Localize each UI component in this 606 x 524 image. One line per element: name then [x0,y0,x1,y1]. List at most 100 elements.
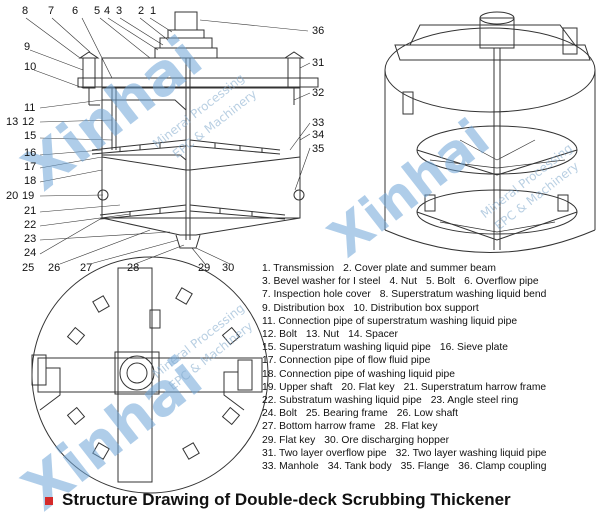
legend-row: 29. Flat key 30. Ore discharging hopper [262,434,602,447]
legend-item: 36. Clamp coupling [458,461,547,473]
legend-row: 12. Bolt 13. Nut 14. Spacer [262,328,602,341]
callout-22: 22 [24,219,37,231]
callout-1: 1 [150,5,157,17]
top-beam [77,77,319,88]
discharge-hopper [175,234,201,249]
legend-row: 15. Superstratum washing liquid pipe 16. … [262,341,602,354]
legend-item: 30. Ore discharging hopper [324,434,450,446]
legend-item: 6. Overflow pipe [464,276,539,288]
legend-item: 15. Superstratum washing liquid pipe [262,342,431,354]
plan-manholes [66,287,241,460]
callout-5: 5 [94,5,101,17]
callout-10: 10 [24,61,37,73]
callout-29: 29 [198,262,211,274]
callout-19: 19 [22,190,35,202]
callout-24: 24 [24,247,37,259]
callout-13: 13 [6,116,19,128]
callout-17: 17 [24,161,37,173]
legend-item: 20. Flat key [341,381,395,393]
legend-item: 16. Sieve plate [439,342,508,354]
legend-item: 19. Upper shaft [262,381,333,393]
legend-item: 13. Nut [305,329,340,341]
legend-item: 25. Bearing frame [305,408,388,420]
legend-item: 2. Cover plate and summer beam [343,263,496,274]
center-drive [119,355,155,391]
caption-title: Structure Drawing of Double-deck Scrubbi… [62,490,511,509]
iso-drive [479,17,515,49]
legend-row: 24. Bolt 25. Bearing frame 26. Low shaft [262,407,602,420]
callout-26: 26 [48,262,61,274]
legend-item: 23. Angle steel ring [430,395,519,407]
callout-33: 33 [312,117,325,129]
callout-16: 16 [24,147,37,159]
legend-item: 32. Two layer washing liquid pipe [395,447,547,459]
legend-row: 1. Transmission 2. Cover plate and summer… [262,262,602,275]
legend-item: 28. Flat key [384,421,438,433]
legend-item: 4. Nut [389,276,417,288]
bottom-harrow-frame [99,204,286,220]
callout-3: 3 [116,5,123,17]
plan-box-right [237,359,253,391]
legend-item: 34. Tank body [327,461,392,473]
legend-item: 18. Connection pipe of washing liquid pi… [262,368,455,380]
legend-row: 19. Upper shaft 20. Flat key 21. Superstra… [262,381,602,394]
legend-item: 29. Flat key [262,434,316,446]
callout-15: 15 [24,130,37,142]
callout-23: 23 [24,233,37,245]
callout-34: 34 [312,129,325,141]
callout-6: 6 [72,5,79,17]
legend-row: 9. Distribution box 10. Distribution box … [262,302,602,315]
callout-25: 25 [22,262,35,274]
legend-item: 10. Distribution box support [353,302,479,314]
legend-item: 22. Substratum washing liquid pipe [262,395,422,407]
legend-item: 8. Superstratum washing liquid bend [379,289,547,301]
callout-4: 4 [104,5,111,17]
callout-18: 18 [24,175,37,187]
legend-row: 7. Inspection hole cover 8. Superstratum … [262,288,602,301]
callout-36: 36 [312,25,325,37]
callout-21: 21 [24,205,37,217]
callout-32: 32 [312,87,325,99]
legend-item: 11. Connection pipe of superstratum wash… [262,315,518,327]
upper-harrow-frame [91,139,281,155]
transmission-unit [154,11,218,240]
isometric-view [384,11,596,253]
plan-view [31,256,269,494]
legend-item: 27. Bottom harrow frame [262,421,376,433]
legend-item: 12. Bolt [262,329,297,341]
legend-item: 5. Bolt [425,276,456,288]
callout-8: 8 [22,5,29,17]
legend-row: 17. Connection pipe of flow fluid pipe [262,354,602,367]
callout-7: 7 [48,5,55,17]
legend-item: 1. Transmission [262,263,335,274]
legend-row: 11. Connection pipe of superstratum wash… [262,315,602,328]
callout-11: 11 [24,102,36,114]
legend-item: 26. Low shaft [396,408,459,420]
legend-item: 35. Flange [400,461,450,473]
legend-row: 22. Substratum washing liquid pipe 23. An… [262,394,602,407]
parts-legend: 1. Transmission 2. Cover plate and summer… [262,262,602,473]
legend-row: 3. Bevel washer for I steel 4. Nut 5. Bolt… [262,275,602,288]
callout-28: 28 [127,262,140,274]
callout-9: 9 [24,41,31,53]
distribution-box-right [283,51,305,105]
legend-item: 21. Superstratum harrow frame [403,381,547,393]
plan-box-left [31,354,47,386]
legend-item: 3. Bevel washer for I steel [262,276,381,288]
legend-item: 7. Inspection hole cover [262,289,371,301]
callout-31: 31 [312,57,325,69]
tank-cone [101,217,301,236]
callout-2: 2 [138,5,145,17]
callout-30: 30 [222,262,235,274]
callout-35: 35 [312,143,325,155]
side-elevation [25,11,319,265]
callout-20: 20 [6,190,19,202]
legend-item: 17. Connection pipe of flow fluid pipe [262,355,431,367]
callout-12: 12 [22,116,35,128]
legend-item: 24. Bolt [262,408,297,420]
legend-item: 9. Distribution box [262,302,345,314]
legend-item: 14. Spacer [348,329,398,341]
